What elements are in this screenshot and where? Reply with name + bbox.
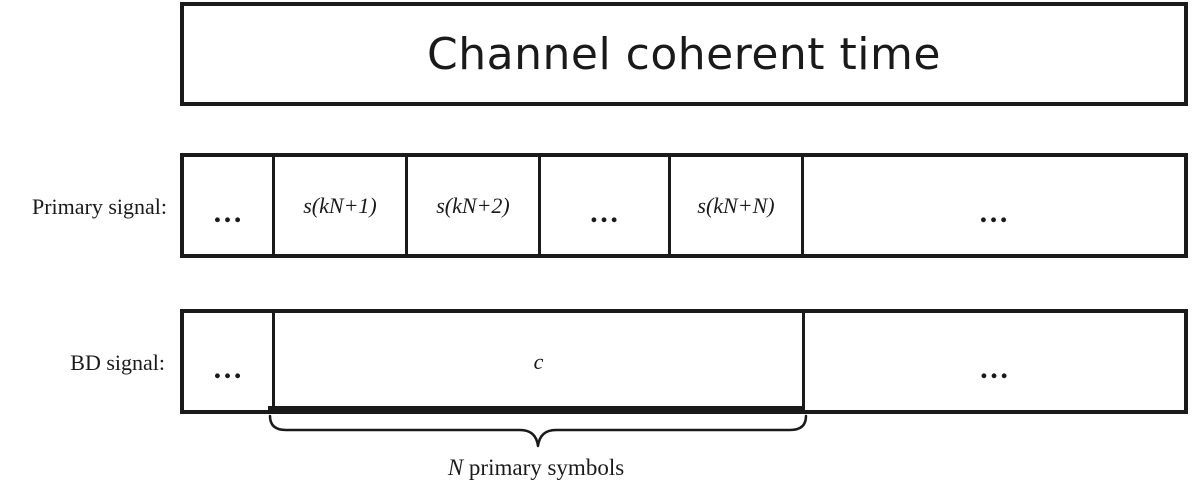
primary-cell-dots-middle: … [538, 157, 668, 254]
bd-signal-row: … c … [180, 309, 1188, 414]
bd-cell-dots-trailing: … [802, 313, 1184, 410]
bd-cell-dots-leading: … [212, 351, 244, 385]
primary-cell-dots-leading: … [212, 195, 244, 229]
n-primary-symbols-caption: N primary symbols [268, 455, 804, 481]
curly-brace-icon [268, 414, 808, 448]
brace-caption-variable: N [447, 455, 464, 480]
channel-coherent-time-label: Channel coherent time [427, 28, 941, 80]
primary-cell-symbol-n: s(kN+N) [668, 157, 801, 254]
primary-cell-symbol-2: s(kN+2) [405, 157, 538, 254]
primary-signal-label: Primary signal: [31, 194, 167, 219]
primary-cell-symbol-1: s(kN+1) [272, 157, 405, 254]
channel-coherent-time-box: Channel coherent time [180, 2, 1188, 106]
primary-signal-row: … s(kN+1) s(kN+2) … s(kN+N) … [180, 153, 1188, 258]
bd-signal-label: BD signal: [70, 350, 165, 375]
bd-cell-c: c [272, 313, 802, 410]
bd-c-block-underline [268, 406, 804, 411]
brace-caption-text: primary symbols [463, 455, 625, 480]
primary-cell-dots-trailing: … [801, 157, 1184, 254]
